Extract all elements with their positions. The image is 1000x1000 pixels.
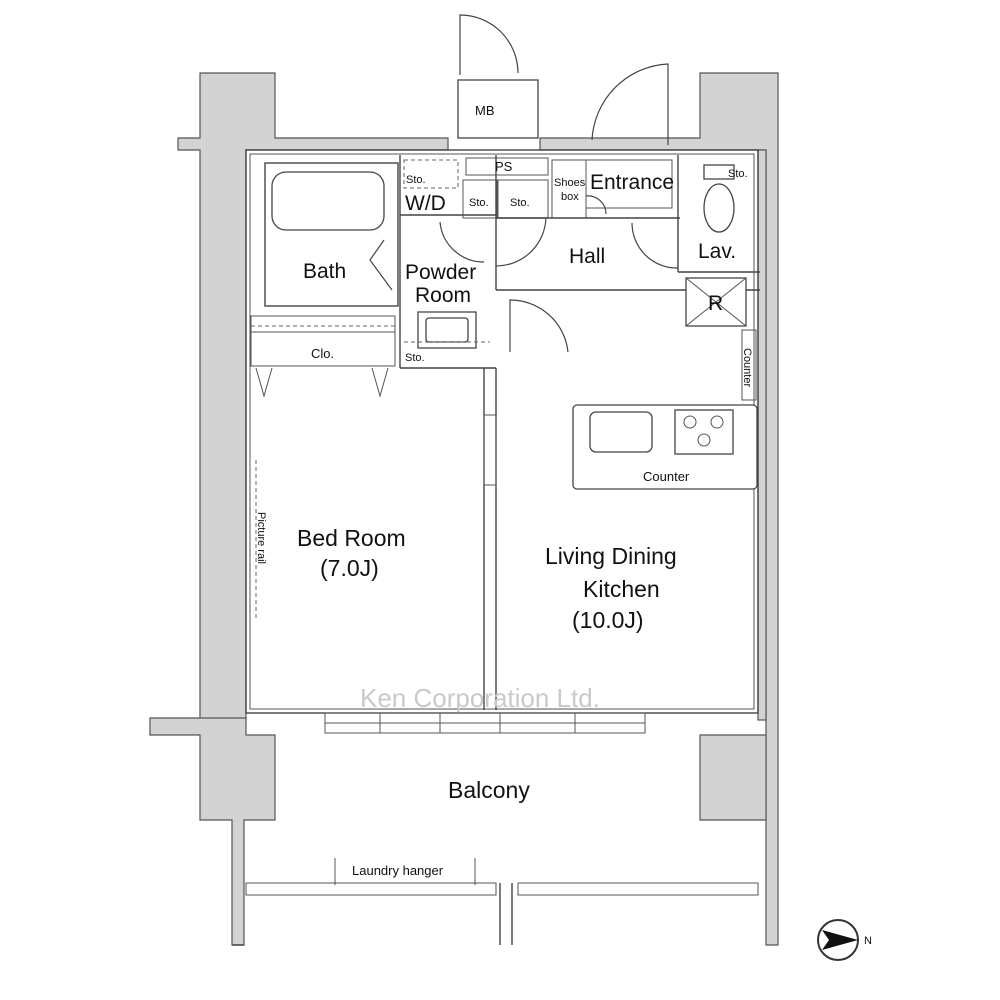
label-kitchen: Kitchen [583, 576, 660, 602]
label-refrigerator: R [708, 292, 723, 315]
label-bed-room-size: (7.0J) [320, 555, 379, 581]
label-mb: MB [475, 103, 495, 118]
label-sto-wd: Sto. [406, 174, 426, 186]
bathtub-icon [271, 171, 385, 231]
label-counter: Counter [643, 469, 690, 484]
label-clo: Clo. [311, 346, 334, 361]
label-wd: W/D [405, 192, 446, 215]
fixtures [255, 159, 758, 620]
label-shoes: Shoes [554, 177, 586, 189]
label-counter-side: Counter [741, 348, 753, 387]
compass-label: N [864, 935, 872, 947]
interior-walls [232, 149, 760, 946]
toilet-icon [703, 164, 735, 233]
watermark: Ken Corporation Ltd. [360, 683, 600, 713]
label-picture-rail: Picture rail [255, 512, 267, 564]
north-arrow-icon: N [817, 919, 872, 961]
label-sto-2: Sto. [510, 197, 530, 209]
label-sto-1: Sto. [469, 197, 489, 209]
label-laundry-hanger: Laundry hanger [352, 863, 444, 878]
label-room: Room [415, 284, 471, 307]
label-sto-powder: Sto. [405, 352, 425, 364]
label-entrance: Entrance [590, 171, 674, 194]
label-lav: Lav. [698, 240, 736, 263]
label-bath: Bath [303, 260, 346, 283]
stove-icon [674, 409, 734, 455]
label-sto-lav: Sto. [728, 168, 748, 180]
label-bed-room: Bed Room [297, 525, 406, 551]
label-powder: Powder [405, 261, 476, 284]
sink-icon [589, 411, 653, 453]
structural-walls [149, 72, 779, 946]
label-ps: PS [495, 159, 513, 174]
label-ldk: Living Dining [545, 543, 677, 569]
label-box: box [561, 191, 579, 203]
label-hall: Hall [569, 245, 605, 268]
room-labels: MB PS Sto. W/D Sto. Sto. Shoes box Entra… [255, 103, 753, 878]
label-balcony: Balcony [448, 777, 530, 803]
doors [369, 14, 679, 353]
label-ldk-size: (10.0J) [572, 607, 644, 633]
